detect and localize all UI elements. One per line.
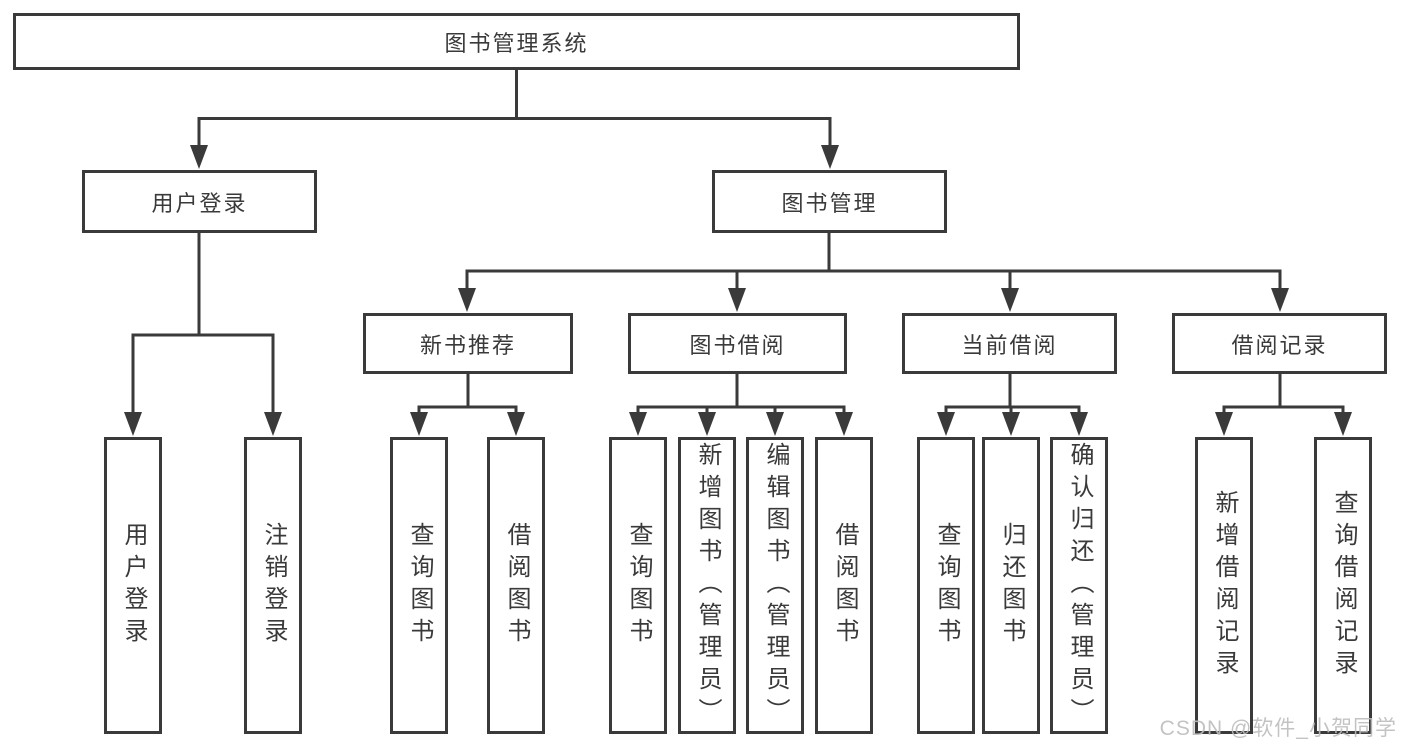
node-borrow-records: 借阅记录 <box>1172 313 1387 374</box>
leaf-query-books-3: 查询图书 <box>917 437 975 734</box>
leaf-query-borrow-record: 查询借阅记录 <box>1314 437 1372 734</box>
arrowheads <box>124 145 1352 436</box>
connector-path <box>131 68 1345 416</box>
leaf-borrow-books-2: 借阅图书 <box>815 437 873 734</box>
leaf-add-books-admin: 新增图书（管理员） <box>678 437 736 734</box>
node-library-management-system: 图书管理系统 <box>13 13 1020 70</box>
leaf-return-books: 归还图书 <box>982 437 1040 734</box>
leaf-add-borrow-record: 新增借阅记录 <box>1195 437 1253 734</box>
node-current-borrowing: 当前借阅 <box>902 313 1117 374</box>
node-book-borrowing: 图书借阅 <box>628 313 847 374</box>
leaf-query-books-2: 查询图书 <box>609 437 667 734</box>
leaf-user-login: 用户登录 <box>104 437 162 734</box>
leaf-borrow-books-1: 借阅图书 <box>487 437 545 734</box>
csdn-watermark: CSDN @软件_小贺同学 <box>1159 717 1397 740</box>
leaf-logout: 注销登录 <box>244 437 302 734</box>
node-user-login: 用户登录 <box>82 170 317 233</box>
leaf-confirm-return-admin: 确认归还（管理员） <box>1050 437 1108 734</box>
leaf-edit-books-admin: 编辑图书（管理员） <box>746 437 804 734</box>
node-new-book-recommend: 新书推荐 <box>363 313 573 374</box>
node-book-management: 图书管理 <box>712 170 947 233</box>
leaf-query-books-1: 查询图书 <box>390 437 448 734</box>
